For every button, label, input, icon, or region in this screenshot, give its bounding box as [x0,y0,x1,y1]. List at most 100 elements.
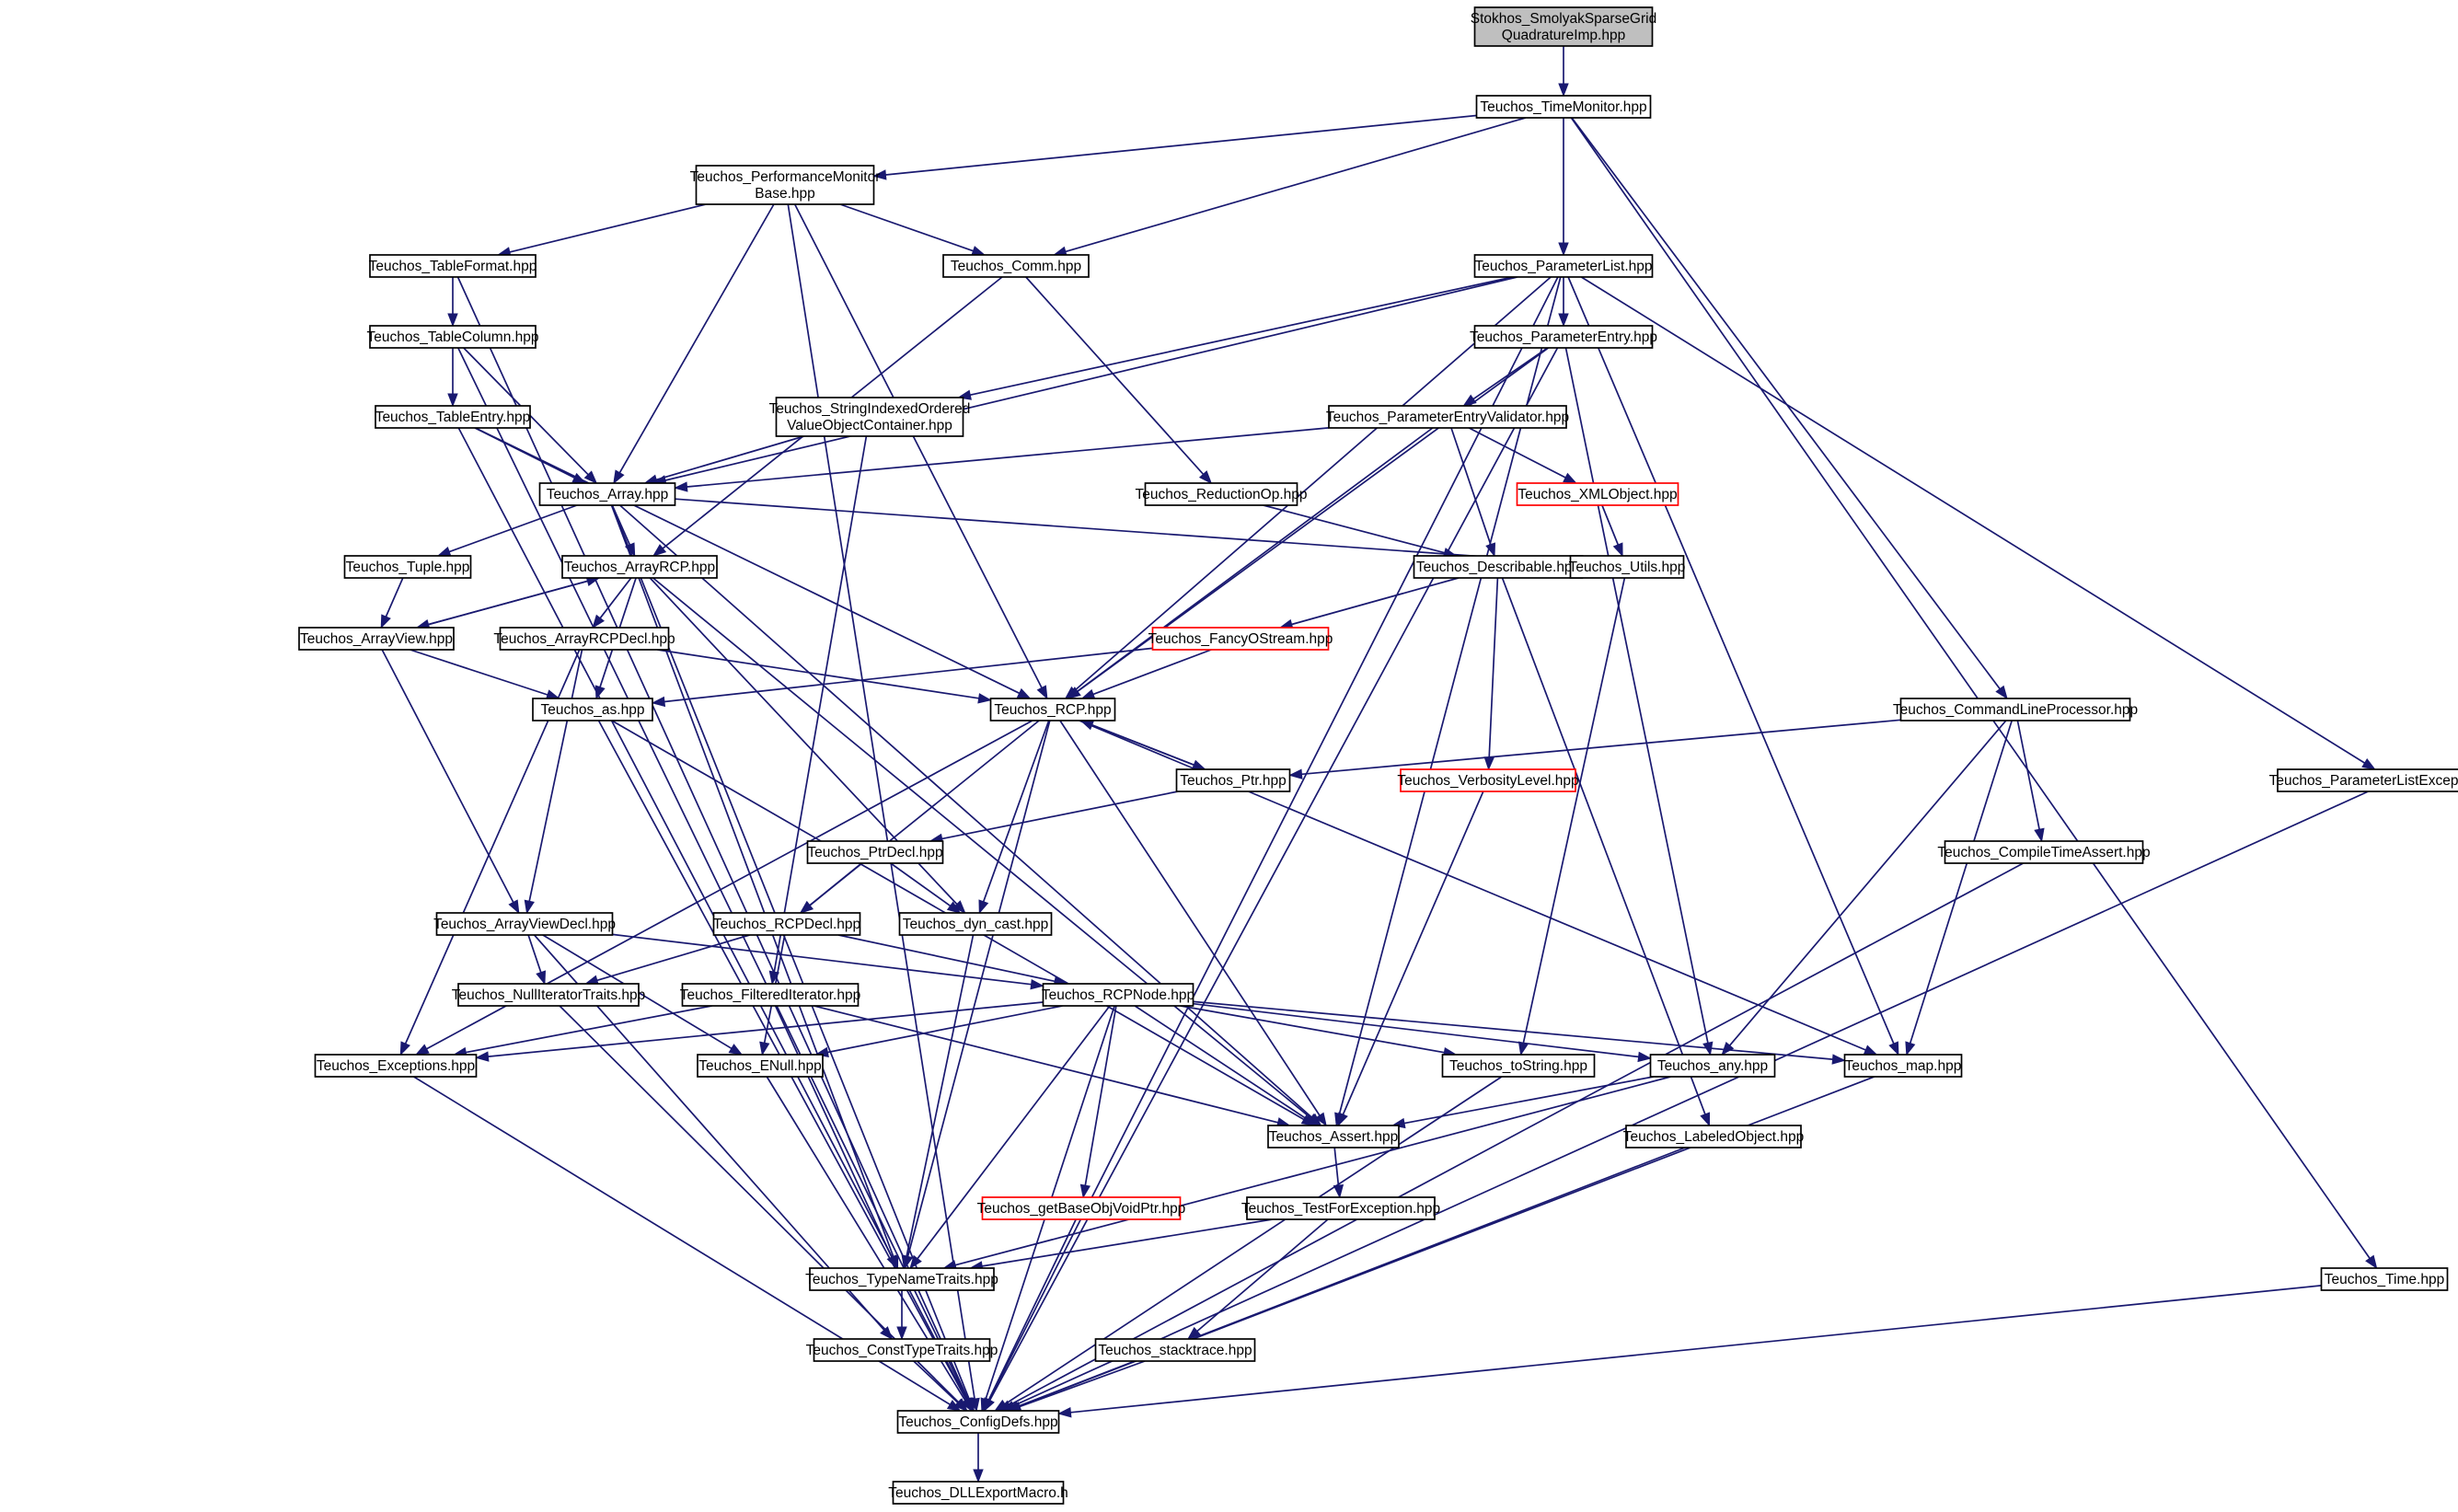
node-rcp-decl[interactable]: Teuchos_RCPDecl.hpp [712,912,861,936]
node-tuple[interactable]: Teuchos_Tuple.hpp [343,555,472,579]
node-ptr[interactable]: Teuchos_Ptr.hpp [1175,768,1291,792]
node-box [697,1054,824,1078]
edge-parameter_list-to-config_defs [983,276,1559,1413]
node-to-string[interactable]: Teuchos_toString.hpp [1441,1054,1596,1078]
edge-line [687,427,1330,488]
edge-arrowhead [983,1397,994,1413]
node-array-view[interactable]: Teuchos_ArrayView.hpp [298,627,455,651]
edge-arrowhead [399,1041,410,1056]
node-label: Teuchos_any.hpp [1657,1058,1768,1074]
node-xml-object[interactable]: Teuchos_XMLObject.hpp [1516,482,1679,506]
edge-arrowhead [971,246,987,256]
node-box [981,1196,1182,1220]
node-label: Teuchos_VerbosityLevel.hpp [1397,773,1578,789]
node-parameter-entry[interactable]: Teuchos_ParameterEntry.hpp [1470,325,1657,349]
node-time-monitor[interactable]: Teuchos_TimeMonitor.hpp [1475,95,1652,119]
node-get-base-obj[interactable]: Teuchos_getBaseObjVoidPtr.hpp [977,1196,1186,1220]
edge-table_column-to-table_entry [447,348,458,408]
node-label: Teuchos_ConstTypeTraits.hpp [806,1343,998,1358]
edge-array_rcp_decl-to-array_view_decl [524,649,583,915]
node-fancy-ostream[interactable]: Teuchos_FancyOStream.hpp [1148,627,1333,651]
edge-line [1134,1005,1308,1120]
edge-get_base_obj-to-config_defs [983,1218,1077,1413]
node-rcp-node[interactable]: Teuchos_RCPNode.hpp [1042,983,1194,1007]
edge-xml_object-to-utils [1601,504,1623,558]
edge-line [837,934,1056,983]
node-rcp[interactable]: Teuchos_RCP.hpp [989,698,1116,721]
node-label: Teuchos_ParameterEntry.hpp [1470,329,1657,345]
node-label: Teuchos_ArrayRCP.hpp [564,560,715,575]
node-utils[interactable]: Teuchos_Utils.hpp [1569,555,1686,579]
edge-param_entry_validator-to-rcp [1067,427,1434,699]
node-array-rcp-decl[interactable]: Teuchos_ArrayRCPDecl.hpp [493,627,675,651]
node-verbosity[interactable]: Teuchos_VerbosityLevel.hpp [1397,768,1579,792]
edge-line [1501,577,1706,1115]
edge-perf_monitor-to-table_format [496,203,707,258]
node-param-entry-validator[interactable]: Teuchos_ParameterEntryValidator.hpp [1326,405,1569,429]
edge-arrowhead [973,1469,984,1483]
node-parameter-list[interactable]: Teuchos_ParameterList.hpp [1473,254,1654,278]
node-map[interactable]: Teuchos_map.hpp [1843,1054,1963,1078]
node-param-list-exc[interactable]: Teuchos_ParameterListExceptions.hpp [2269,768,2458,792]
node-box [896,1410,1060,1434]
node-comm[interactable]: Teuchos_Comm.hpp [942,254,1090,278]
node-root[interactable]: Stokhos_SmolyakSparseGridQuadratureImp.h… [1471,6,1656,47]
node-type-name-traits[interactable]: Teuchos_TypeNameTraits.hpp [805,1267,998,1291]
node-test-for-exc[interactable]: Teuchos_TestForException.hpp [1241,1196,1440,1220]
edge-ptr-to-rcp [1079,720,1206,770]
edge-arrowhead [1080,688,1096,699]
edge-line [988,347,1559,1402]
node-labeled-object[interactable]: Teuchos_LabeledObject.hpp [1623,1125,1804,1148]
node-box [1649,1054,1776,1078]
node-label: Teuchos_CompileTimeAssert.hpp [1937,845,2150,860]
node-compile-time-assert[interactable]: Teuchos_CompileTimeAssert.hpp [1937,840,2151,864]
node-describable[interactable]: Teuchos_Describable.hpp [1413,555,1584,579]
node-string-indexed[interactable]: Teuchos_StringIndexedOrderedValueObjectC… [769,397,971,437]
edge-param_entry_validator-to-array [674,427,1330,492]
node-table-column[interactable]: Teuchos_TableColumn.hpp [367,325,539,349]
node-reduction-op[interactable]: Teuchos_ReductionOp.hpp [1136,482,1308,506]
node-any[interactable]: Teuchos_any.hpp [1649,1054,1776,1078]
node-label: Teuchos_getBaseObjVoidPtr.hpp [977,1201,1186,1217]
node-filtered-iter[interactable]: Teuchos_FilteredIterator.hpp [680,983,860,1007]
node-exceptions[interactable]: Teuchos_Exceptions.hpp [314,1054,478,1078]
node-enull[interactable]: Teuchos_ENull.hpp [697,1054,824,1078]
edge-line [1301,719,1901,776]
node-dll-export[interactable]: Teuchos_DLLExportMacro.h [888,1481,1068,1505]
node-null-iter[interactable]: Teuchos_NullIteratorTraits.hpp [452,983,646,1007]
edge-arrowhead [380,614,391,629]
edge-verbosity-to-assert [1337,791,1484,1127]
edge-parameter_list-to-parameter_entry [1558,277,1569,328]
node-table-entry[interactable]: Teuchos_TableEntry.hpp [375,405,531,429]
edge-time_monitor-to-comm [1052,117,1526,257]
edge-labeled_object-to-config_defs [1005,1147,1686,1412]
node-cmd-line[interactable]: Teuchos_CommandLineProcessor.hpp [1893,698,2138,721]
edge-line [652,577,1311,1119]
edge-arrowhead [1314,1112,1327,1127]
node-box [2277,768,2458,792]
node-table-format[interactable]: Teuchos_TableFormat.hpp [369,254,537,278]
edge-line [612,933,1032,986]
node-array[interactable]: Teuchos_Array.hpp [538,482,676,506]
node-time[interactable]: Teuchos_Time.hpp [2320,1267,2449,1291]
edge-param_entry_validator-to-describable [1450,427,1496,558]
edge-assert-to-test_for_exc [1333,1147,1344,1199]
node-ptr-decl[interactable]: Teuchos_PtrDecl.hpp [806,840,944,864]
node-config-defs[interactable]: Teuchos_ConfigDefs.hpp [896,1410,1060,1434]
edge-line [1091,724,1206,770]
edge-arrowhead [1288,768,1303,779]
node-assert[interactable]: Teuchos_Assert.hpp [1267,1125,1400,1148]
edge-fancy_ostream-to-rcp [1080,649,1212,699]
node-dyn-cast[interactable]: Teuchos_dyn_cast.hpp [898,912,1053,936]
node-label: Teuchos_CommandLineProcessor.hpp [1893,702,2138,718]
edge-arrowhead [651,696,666,708]
node-box [538,482,676,506]
node-const-type-traits[interactable]: Teuchos_ConstTypeTraits.hpp [806,1338,998,1362]
node-as[interactable]: Teuchos_as.hpp [532,698,653,721]
node-stacktrace[interactable]: Teuchos_stacktrace.hpp [1094,1338,1256,1362]
edge-line [970,276,1513,397]
node-array-rcp[interactable]: Teuchos_ArrayRCP.hpp [561,555,718,579]
node-array-view-decl[interactable]: Teuchos_ArrayViewDecl.hpp [433,912,616,936]
node-box [369,325,537,349]
